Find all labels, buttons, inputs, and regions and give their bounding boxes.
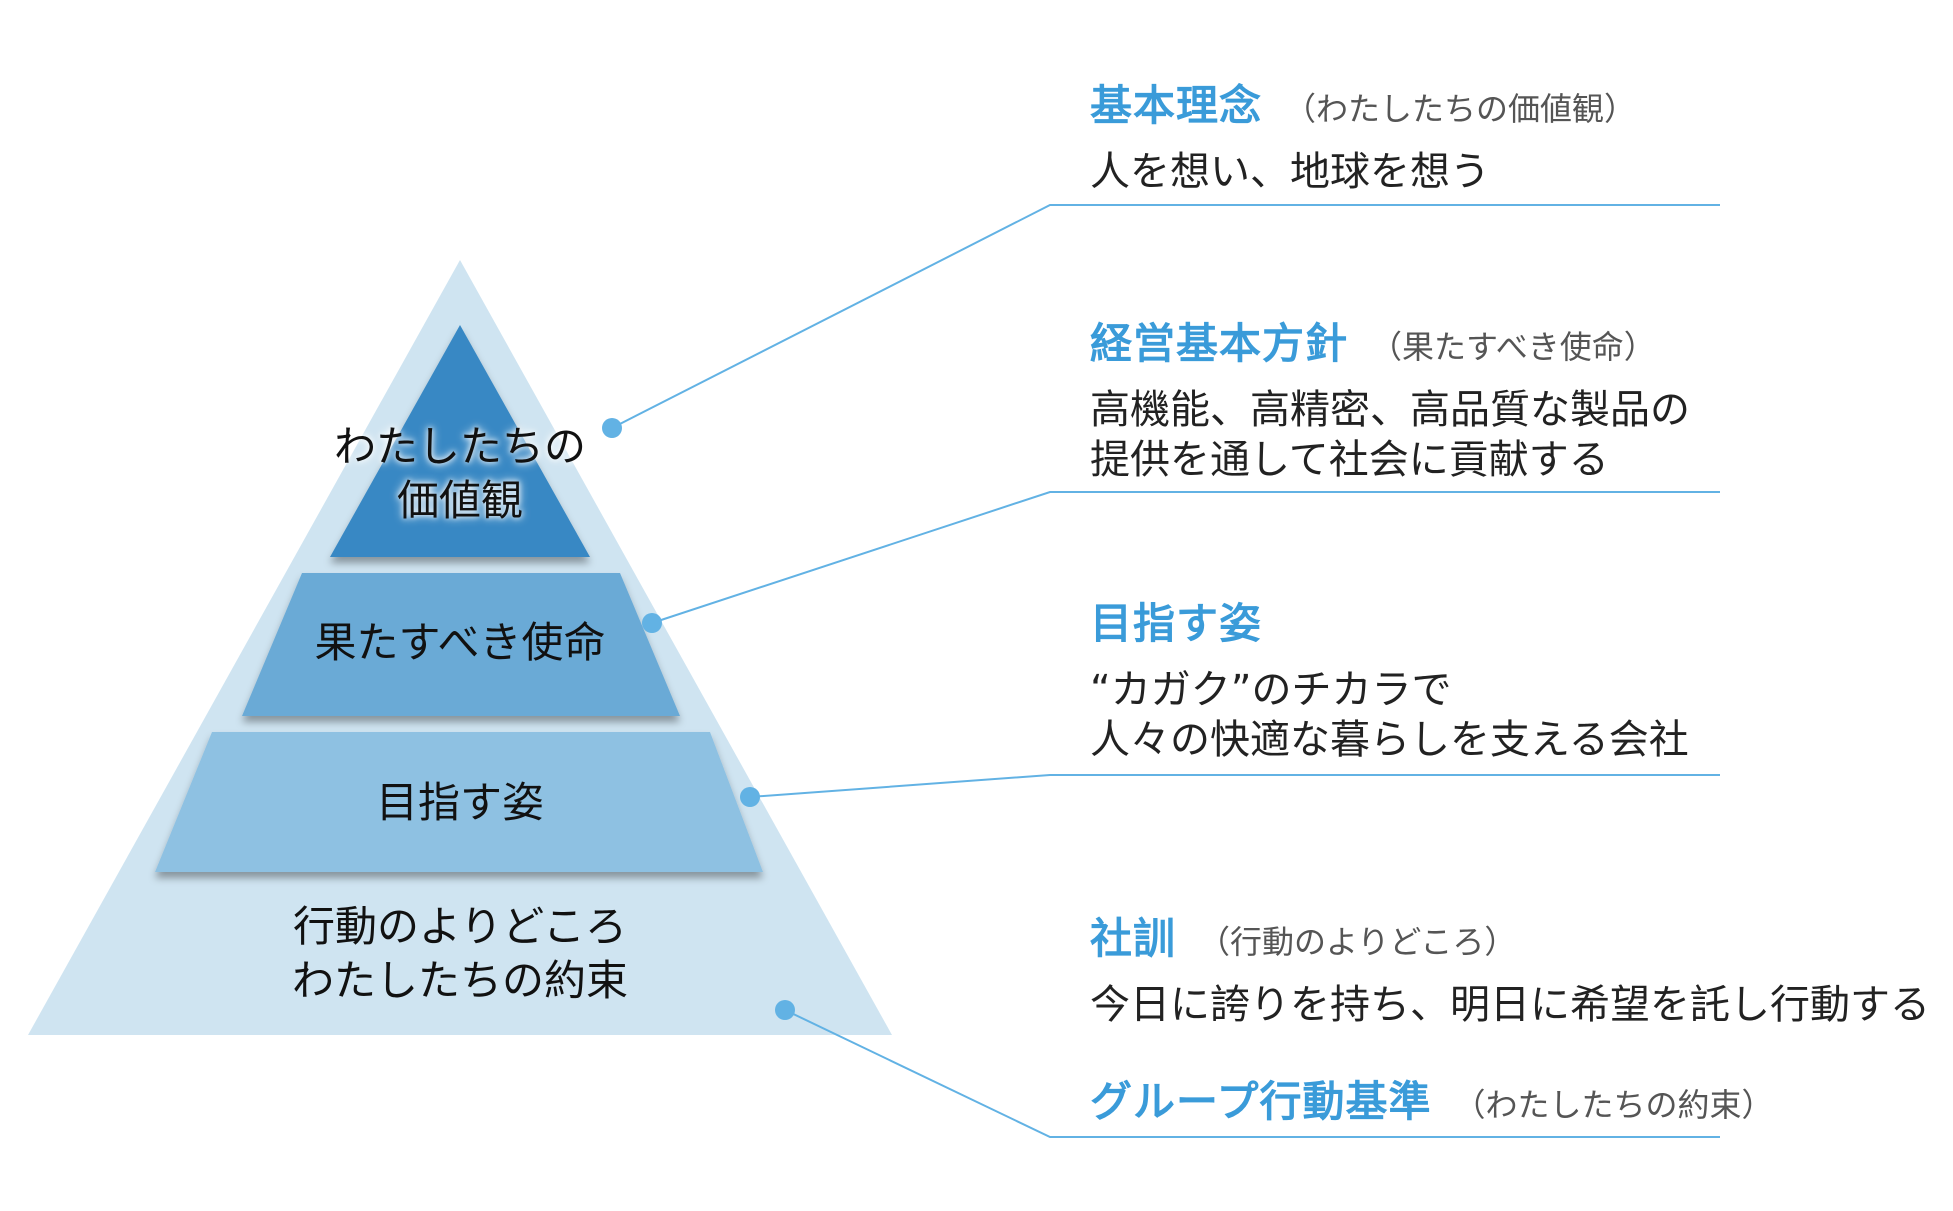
section-subtitle: （わたしたちの価値観） (1284, 90, 1637, 128)
section-vision: 目指す姿 “カガク”のチカラで 人々の快適な暮らしを支える会社 (1090, 590, 1689, 765)
section-subtitle: （果たすべき使命） (1370, 328, 1656, 366)
section-group-code-of-conduct: グループ行動基準 （わたしたちの約束） (1090, 1068, 1774, 1129)
section-title: 経営基本方針 (1090, 319, 1349, 368)
connector-line-vision (749, 774, 1720, 798)
section-body: 高機能、高精密、高品質な製品の 提供を通して社会に貢献する (1090, 387, 1690, 483)
section-title: 社訓 (1090, 914, 1177, 963)
connector-dot-vision (740, 787, 760, 807)
section-philosophy: 基本理念 （わたしたちの価値観） 人を想い、地球を想う (1090, 72, 1636, 197)
section-company-creed: 社訓 （行動のよりどころ） 今日に誇りを持ち、明日に希望を託し行動する (1090, 905, 1930, 1030)
connector-line-philosophy (611, 204, 1720, 429)
pyramid-layer-top (330, 325, 590, 557)
section-management-policy: 経営基本方針 （果たすべき使命） 高機能、高精密、高品質な製品の 提供を通して社会… (1090, 310, 1690, 485)
pyramid-layer-mission (242, 573, 680, 716)
section-title: 目指す姿 (1090, 599, 1263, 648)
pyramid-label-base: 行動のよりどころ わたしたちの約束 (291, 902, 628, 1005)
section-body: 人を想い、地球を想う (1090, 149, 1490, 195)
pyramid-label-top: わたしたちの 価値観 (333, 422, 586, 525)
section-title: グループ行動基準 (1090, 1077, 1432, 1126)
pyramid-label-vision: 目指す姿 (375, 778, 544, 827)
connector-line-conduct (784, 1009, 1720, 1138)
connector-dot-policy (642, 613, 662, 633)
section-body: “カガク”のチカラで 人々の快適な暮らしを支える会社 (1090, 667, 1689, 763)
section-subtitle: （わたしたちの約束） (1453, 1086, 1774, 1124)
section-title: 基本理念 (1090, 81, 1263, 130)
connector-dot-conduct (775, 1000, 795, 1020)
connector-line-policy (651, 491, 1720, 624)
connector-dot-philosophy (602, 418, 622, 438)
section-body: 今日に誇りを持ち、明日に希望を託し行動する (1090, 982, 1930, 1028)
pyramid-layer-vision (155, 732, 763, 872)
section-subtitle: （行動のよりどころ） (1198, 923, 1517, 961)
pyramid-label-mission: 果たすべき使命 (314, 618, 606, 667)
